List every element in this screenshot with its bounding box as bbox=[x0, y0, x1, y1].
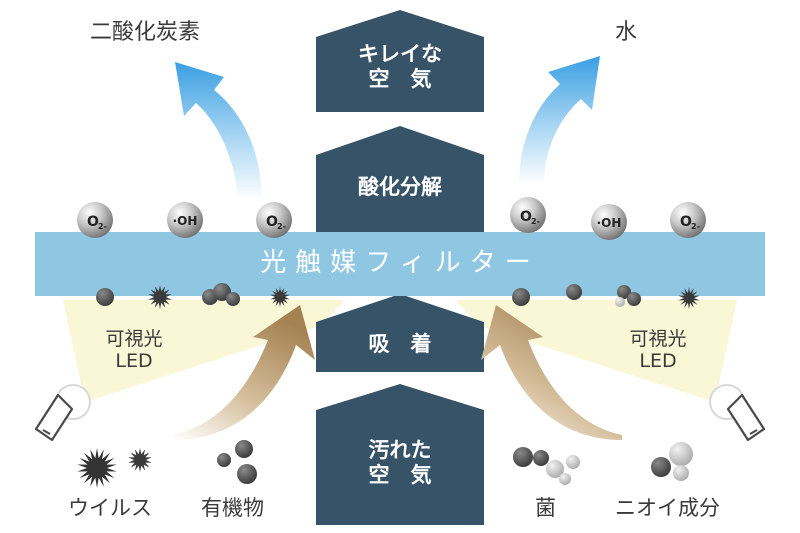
bacteria-icon bbox=[513, 447, 580, 485]
led-right-line2: LED bbox=[639, 350, 677, 373]
label-bacteria: 菌 bbox=[535, 496, 556, 520]
adsorbed-organic-particles bbox=[202, 283, 240, 306]
dirty-air-line2: 空 気 bbox=[368, 462, 432, 487]
center-top-text: キレイな 空 気 bbox=[316, 42, 484, 92]
label-organic-matter: 有機物 bbox=[201, 496, 264, 520]
adsorbed-virus-icon bbox=[148, 285, 172, 309]
photocatalyst-filter bbox=[35, 232, 765, 296]
svg-text:2-: 2- bbox=[98, 222, 107, 231]
led-left-line1: 可視光 bbox=[105, 328, 163, 350]
odor-component-icon bbox=[651, 442, 693, 481]
organic-matter-icon bbox=[217, 440, 257, 484]
label-water: 水 bbox=[615, 20, 638, 45]
virus-icon bbox=[77, 448, 117, 488]
arrow-pollutant-in-left bbox=[173, 305, 315, 440]
clean-air-line1: キレイな bbox=[358, 42, 442, 66]
adsorbed-virus-icon bbox=[270, 287, 290, 307]
virus-spikes bbox=[148, 285, 172, 309]
superoxide-orb: O 2- bbox=[256, 202, 292, 238]
arrow-co2-out bbox=[175, 62, 262, 200]
virus-spikes bbox=[678, 287, 700, 309]
svg-text:O: O bbox=[680, 214, 692, 230]
led-right-line1: 可視光 bbox=[629, 328, 687, 350]
superoxide-orb: O 2- bbox=[510, 197, 546, 233]
label-odor-components: ニオイ成分 bbox=[615, 496, 720, 520]
virus-icon bbox=[128, 448, 152, 472]
svg-text:·OH: ·OH bbox=[597, 216, 622, 230]
arrow-pollutant-in-right bbox=[481, 305, 622, 440]
virus-spikes bbox=[128, 448, 152, 472]
led-label-left: 可視光 LED bbox=[94, 328, 174, 373]
led-lamp-left bbox=[34, 384, 91, 442]
label-virus: ウイルス bbox=[68, 496, 152, 520]
label-carbon-dioxide: 二酸化炭素 bbox=[90, 20, 201, 45]
center-box-bottom bbox=[316, 384, 484, 525]
virus-spikes bbox=[270, 287, 290, 307]
clean-air-line2: 空 気 bbox=[368, 66, 432, 91]
center-box-lower bbox=[316, 294, 484, 372]
adsorbed-particle bbox=[512, 288, 530, 306]
svg-text:O: O bbox=[266, 214, 278, 230]
svg-text:2-: 2- bbox=[531, 217, 540, 226]
svg-text:2-: 2- bbox=[277, 222, 286, 231]
adsorbed-particle bbox=[566, 284, 582, 300]
dirty-air-line1: 汚れた bbox=[368, 438, 432, 462]
adsorbed-particle bbox=[96, 288, 114, 306]
oxidative-decomposition-text: 酸化分解 bbox=[358, 175, 442, 199]
superoxide-orb: O 2- bbox=[77, 202, 113, 238]
svg-text:O: O bbox=[87, 214, 99, 230]
center-box-top bbox=[316, 10, 484, 112]
arrow-water-out bbox=[519, 56, 600, 185]
led-left-line2: LED bbox=[115, 350, 153, 373]
hydroxyl-orb: ·OH bbox=[591, 204, 627, 240]
center-bottom-text: 汚れた 空 気 bbox=[316, 438, 484, 488]
superoxide-orb: O 2- bbox=[670, 202, 706, 238]
svg-text:O: O bbox=[520, 209, 532, 225]
adsorbed-virus-icon bbox=[678, 287, 700, 309]
hydroxyl-orb: ·OH bbox=[167, 202, 203, 238]
svg-text:2-: 2- bbox=[691, 222, 700, 231]
center-box-mid bbox=[316, 126, 484, 232]
virus-spikes bbox=[77, 448, 117, 488]
svg-text:·OH: ·OH bbox=[173, 214, 198, 228]
filter-label: 光触媒フィルター bbox=[260, 248, 540, 278]
led-lamp-right bbox=[709, 384, 766, 442]
led-label-right: 可視光 LED bbox=[618, 328, 698, 373]
adsorption-text: 吸 着 bbox=[368, 332, 432, 356]
adsorbed-odor-particles bbox=[615, 285, 641, 307]
